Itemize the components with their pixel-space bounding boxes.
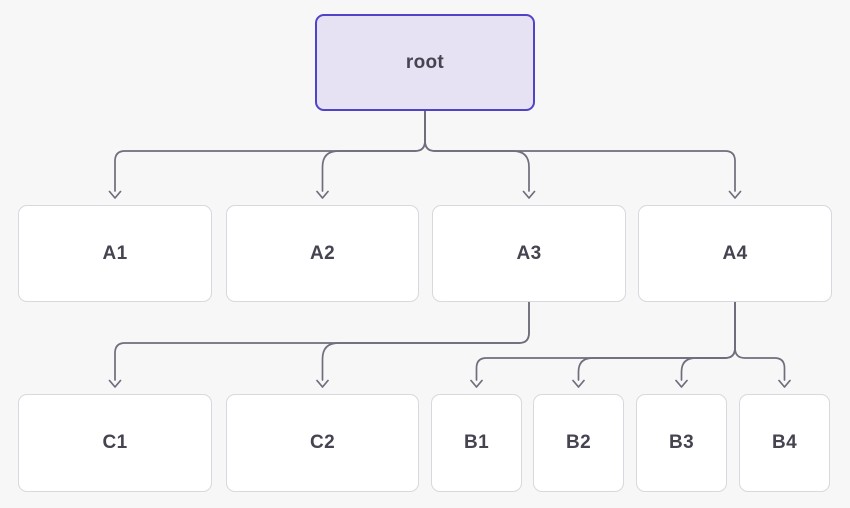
- node-b4[interactable]: B4: [739, 394, 830, 492]
- edge-a4-to-b3: [675, 301, 736, 388]
- node-c1[interactable]: C1: [18, 394, 212, 492]
- node-a2-label: A2: [310, 242, 335, 264]
- edge-a4-to-b1: [470, 301, 736, 388]
- edge-root-to-a2: [316, 110, 426, 199]
- node-b2-label: B2: [566, 432, 591, 453]
- node-c2-label: C2: [310, 432, 335, 453]
- node-root-label: root: [405, 51, 445, 73]
- edge-root-to-a1: [108, 110, 426, 199]
- edge-a3-to-c2: [316, 301, 530, 388]
- node-a1-label: A1: [102, 242, 128, 264]
- node-a3-label: A3: [516, 242, 542, 264]
- edge-root-to-a3: [424, 110, 536, 199]
- node-b4-label: B4: [772, 432, 797, 453]
- edge-a3-to-c1: [108, 301, 530, 388]
- node-b3-label: B3: [669, 432, 694, 453]
- node-c2[interactable]: C2: [226, 394, 419, 492]
- node-b1[interactable]: B1: [431, 394, 522, 492]
- node-a4[interactable]: A4: [638, 205, 832, 302]
- node-root[interactable]: root: [315, 14, 535, 111]
- edge-root-to-a4: [424, 110, 742, 199]
- node-a1[interactable]: A1: [18, 205, 212, 302]
- node-a3[interactable]: A3: [432, 205, 626, 302]
- node-a4-label: A4: [722, 242, 748, 264]
- node-b2[interactable]: B2: [533, 394, 624, 492]
- node-b1-label: B1: [464, 432, 489, 453]
- edge-a4-to-b4: [734, 301, 791, 388]
- node-b3[interactable]: B3: [636, 394, 727, 492]
- node-c1-label: C1: [102, 432, 128, 453]
- edge-a4-to-b2: [572, 301, 736, 388]
- node-a2[interactable]: A2: [226, 205, 419, 302]
